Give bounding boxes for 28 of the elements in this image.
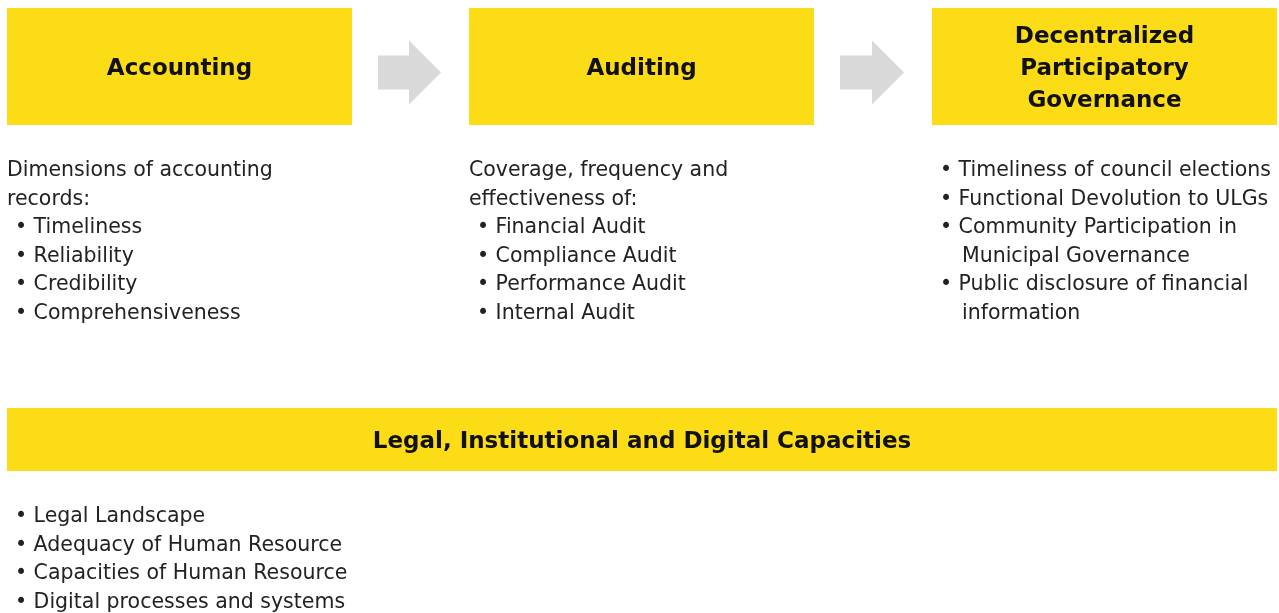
list-item: • Public disclosure of financial information (940, 270, 1250, 326)
list-item: • Capacities of Human Resource (15, 559, 349, 586)
list-item: • Digital processes and systems (15, 587, 347, 613)
heading-box (469, 8, 814, 125)
heading-text: Auditing (586, 52, 697, 82)
list-item: • Performance Audit (477, 270, 687, 297)
description-text: Coverage, frequency and effectiveness of: (469, 156, 730, 212)
list-item: • Adequacy of Human Resource (15, 530, 344, 558)
heading-text: Accounting (106, 52, 253, 82)
list-item: • Internal Audit (477, 298, 636, 326)
block-arrow (840, 40, 904, 105)
list-item: • Credibility (15, 270, 139, 297)
list-item: • Financial Audit (477, 213, 647, 240)
block-arrow (378, 40, 441, 105)
list-item: • Reliability (15, 241, 135, 269)
list-item: • Legal Landscape (15, 502, 207, 529)
list-item: • Functional Devolution to ULGs (940, 184, 1270, 212)
heading-box (932, 8, 1277, 125)
heading-text: Legal, Institutional and Digital Capacities (372, 425, 912, 455)
list-item: • Timeliness (15, 213, 144, 240)
description-text: Dimensions of accounting records: (7, 156, 274, 212)
heading-box (7, 8, 352, 125)
list-item: • Timeliness of council elections (940, 156, 1273, 183)
heading-text: Decentralized Participatory Governance (1013, 20, 1196, 114)
list-item: • Community Participation in Municipal Governance (940, 213, 1238, 269)
heading-box (7, 408, 1277, 471)
list-item: • Comprehensiveness (15, 298, 242, 326)
list-item: • Compliance Audit (477, 241, 678, 269)
